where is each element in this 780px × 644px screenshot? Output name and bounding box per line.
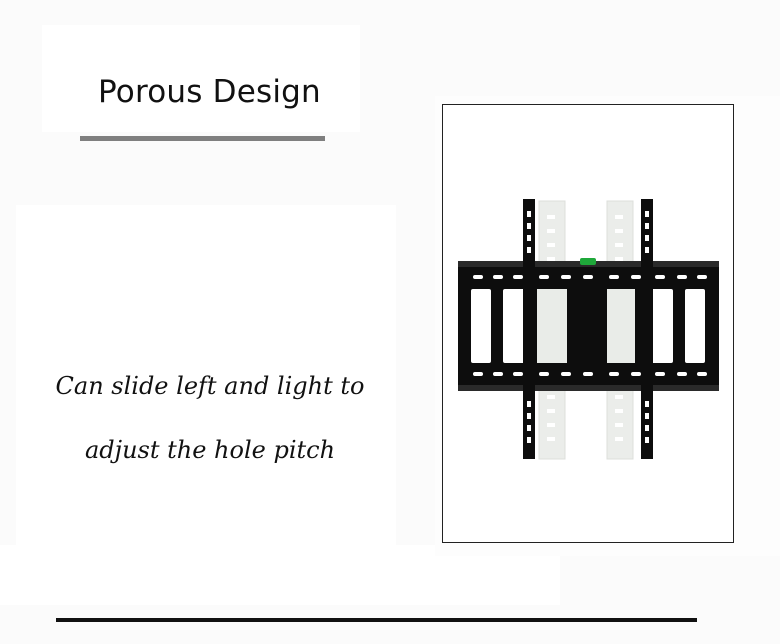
description-line-2: adjust the hole pitch [84,436,336,464]
wall-plate [458,258,719,391]
level-bubble [580,258,596,265]
title-underline [80,136,325,141]
text-panel [16,205,396,575]
tv-wall-mount-bracket-icon [458,199,719,460]
vertical-arms [523,199,653,459]
page-title: Porous Design [98,74,321,110]
description-line-1: Can slide left and light to [55,372,365,400]
bottom-divider [56,618,697,622]
title-panel [42,25,360,132]
product-image-frame [442,104,734,543]
